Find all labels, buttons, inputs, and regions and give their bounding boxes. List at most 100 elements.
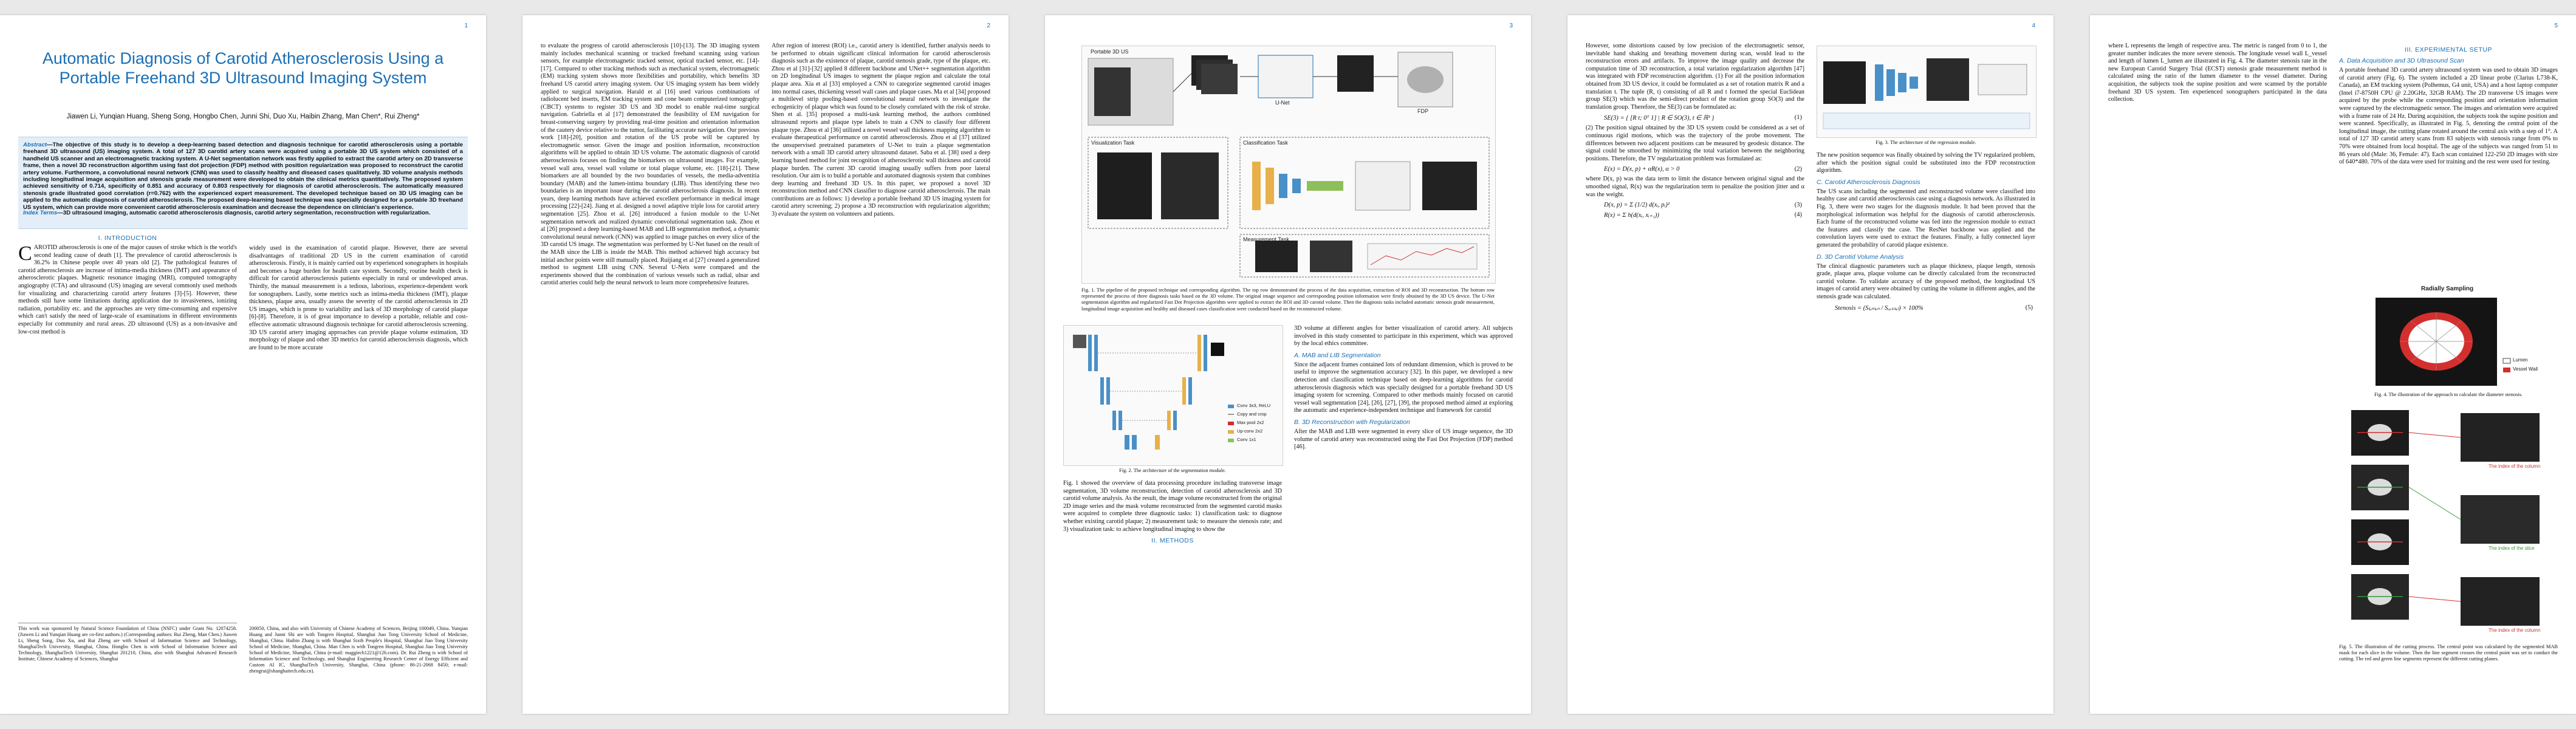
label-slice-index: The index of the slice <box>2489 546 2535 551</box>
unet-decoder <box>1155 335 1224 450</box>
equation-4-body: R(x) = Σ h(d(xᵢ, xᵢ₊₁)) <box>1604 212 1659 219</box>
figure-3-regression <box>1817 46 2036 138</box>
measure-image-2 <box>1310 241 1352 272</box>
equation-3-number: (3) <box>1794 202 1802 209</box>
drop-cap: C <box>18 242 32 265</box>
figure-2-unet: Conv 3x3, ReLU Copy and crop Max pool 2x… <box>1063 325 1283 466</box>
page4-text-col1b: (2) The position signal obtained by the … <box>1586 125 1804 162</box>
label-unet: U-Net <box>1275 100 1290 106</box>
figure-4-title: Radially Sampling <box>2421 286 2474 292</box>
us-frames-3 <box>1201 64 1238 94</box>
page-number: 1 <box>464 22 468 29</box>
classification-task-box <box>1239 137 1490 229</box>
legend-item-1: Conv 3x3, ReLU <box>1237 403 1271 408</box>
equation-2-body: E(x) = D(x, p) + αR(x), α > 0 <box>1604 166 1680 173</box>
abstract-box <box>18 137 468 229</box>
page-number: 5 <box>2554 22 2558 29</box>
keywords-body: —3D ultrasound imaging, automatic caroti… <box>57 210 431 216</box>
figure-1-caption: Fig. 1. The pipeline of the proposed tec… <box>1081 287 1495 312</box>
arrow-1 <box>1173 73 1192 92</box>
cutting-diagram <box>2351 410 2540 626</box>
figure-1-pipeline: Visualization Task Classification Task M… <box>1081 46 1496 284</box>
volume-shape <box>1407 66 1444 93</box>
equation-4: R(x) = Σ h(d(xᵢ, xᵢ₊₁))(4) <box>1604 211 1802 219</box>
page3-text-col1: Fig. 1 showed the overview of data proce… <box>1063 480 1282 533</box>
equation-5-body: Stenosis = (Sₗᵤₘₑₙ / Sᵥₑₛₛₑₗ) × 100% <box>1835 304 1923 312</box>
equation-2: E(x) = D(x, p) + αR(x), α > 0 (2) <box>1604 166 1802 173</box>
segmented-frames <box>1337 55 1374 92</box>
page2-text-col2: After region of interest (ROI) i.e., car… <box>772 43 990 218</box>
legend-lumen: Lumen <box>2513 357 2528 363</box>
page4-text-col2c: The clinical diagnostic parameters such … <box>1817 262 2035 300</box>
paper-authors: Jiawen Li, Yunqian Huang, Sheng Song, Ho… <box>66 113 420 120</box>
page-2: 2 to evaluate the progress of carotid at… <box>522 15 1009 714</box>
legend-swatch-4 <box>1228 430 1234 434</box>
module-strip <box>1823 112 2030 129</box>
page4-text-col2: The new position sequence was finally ob… <box>1817 152 2035 174</box>
page-3: 3 <box>1045 15 1531 714</box>
page-5: 5 where L represents the length of respe… <box>2090 15 2576 714</box>
page-number: 4 <box>2032 22 2035 29</box>
unet-encoder <box>1073 335 1137 450</box>
label-visualization-task: Visualization Task <box>1091 140 1135 146</box>
equation-1: SE(3) = { [R t; 0ᵀ 1] | R ∈ SO(3), t ∈ ℝ… <box>1604 114 1802 122</box>
page4-text-col1c: where D(x, p) was the data term to limit… <box>1586 176 1804 198</box>
label-fdp: FDP <box>1417 108 1428 114</box>
figure-5-cutting: The index of the column The index of the… <box>2345 404 2552 641</box>
subsection-d: D. 3D Carotid Volume Analysis <box>1817 253 1904 261</box>
unet-diagram <box>1073 335 1234 450</box>
legend-swatch-2 <box>1228 414 1234 415</box>
legend-swatch-1 <box>1228 405 1234 408</box>
legend-swatch-5 <box>1228 439 1234 442</box>
pipeline-diagram <box>1088 52 1490 278</box>
intro-text-1: AROTID atherosclerosis is one of the maj… <box>18 244 237 335</box>
label-column-index-2: The index of the column <box>2489 628 2541 633</box>
measure-image-1 <box>1255 241 1298 272</box>
subsection-data-acquisition: A. Data Acquisition and 3D Ultrasound Sc… <box>2339 57 2464 64</box>
footnote-affiliations: 200050, China, and also with University … <box>249 626 468 674</box>
stenosis-plot <box>1367 243 1478 270</box>
long-image-2 <box>1161 152 1219 219</box>
figure-3-caption: Fig. 3. The architecture of the regressi… <box>1875 140 1976 145</box>
visualization-task-box <box>1088 137 1228 229</box>
equation-2-number: (2) <box>1794 166 1802 173</box>
page4-col1: However, some distortions caused by low … <box>1586 43 1804 705</box>
section-heading-methods: II. METHODS <box>1151 537 1194 545</box>
page3-text-col2: 3D volume at different angles for better… <box>1294 325 1513 347</box>
legend-item-5: Conv 1x1 <box>1237 437 1256 442</box>
subsection-a: A. MAB and LIB Segmentation <box>1294 351 1381 359</box>
intro-paragraph-2: widely used in the examination of caroti… <box>249 245 468 351</box>
page4-text-col1: However, some distortions caused by low … <box>1586 43 1804 111</box>
page-number: 3 <box>1509 22 1513 29</box>
figure-4-radial: Radially Sampling Lumen Vessel Wall <box>2357 286 2540 389</box>
keywords-lead: Index Terms <box>23 210 58 216</box>
page5-col1: where L represents the length of respect… <box>2108 43 2327 705</box>
legend-vessel-swatch <box>2503 368 2510 372</box>
page1-col2-footnote: 200050, China, and also with University … <box>249 626 468 705</box>
feature-map <box>1927 58 1969 101</box>
volume-stack <box>2351 410 2409 620</box>
label-column-index-1: The index of the column <box>2489 464 2541 469</box>
page4-col2: The new position sequence was finally ob… <box>1817 152 2035 705</box>
subsection-c: C. Carotid Atherosclerosis Diagnosis <box>1817 178 1920 186</box>
longitudinal-outputs <box>2408 413 2540 626</box>
equation-1-number: (1) <box>1794 114 1802 122</box>
unet-block <box>1258 55 1314 98</box>
equation-5-number: (5) <box>2025 304 2033 311</box>
long-image-1 <box>1097 152 1152 219</box>
page4-text-col2b: The US scans including the segmented and… <box>1817 188 2035 248</box>
figure-2-caption: Fig. 2. The architecture of the segmenta… <box>1119 468 1226 473</box>
classifier-output <box>1978 64 2027 95</box>
legend-vessel-wall: Vessel Wall <box>2513 366 2538 372</box>
page-1: 1 Automatic Diagnosis of Carotid Atheros… <box>0 15 486 714</box>
page5-text-col2: A portable freehand 3D carotid artery ul… <box>2339 67 2558 166</box>
page1-col2: widely used in the examination of caroti… <box>249 245 468 615</box>
label-classification-task: Classification Task <box>1243 140 1288 146</box>
page2-col2: After region of interest (ROI) i.e., car… <box>772 43 990 705</box>
section-heading-intro: I. INTRODUCTION <box>98 234 157 242</box>
label-measurement-task: Measurement Task <box>1243 236 1289 242</box>
equation-5: Stenosis = (Sₗᵤₘₑₙ / Sᵥₑₛₛₑₗ) × 100% (5) <box>1835 304 2033 312</box>
page2-col1: to evaluate the progress of carotid athe… <box>541 43 759 705</box>
